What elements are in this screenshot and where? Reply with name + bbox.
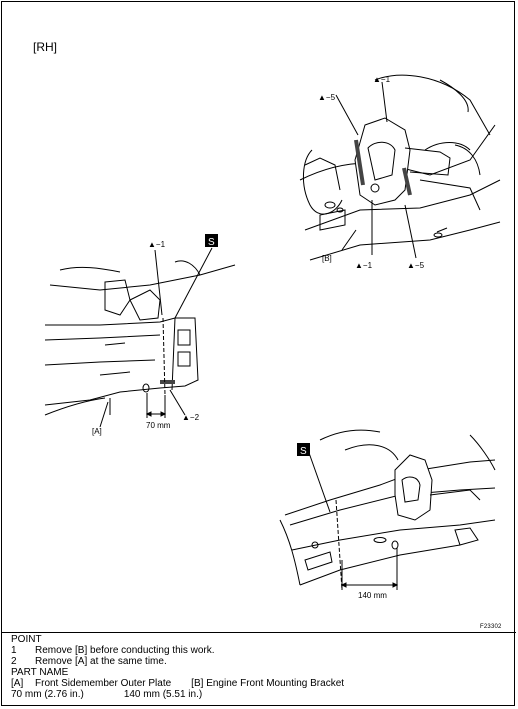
label-a1-top: ▲−1 — [373, 75, 391, 84]
label-plate-a: [A] — [92, 427, 102, 436]
part-name-a: Front Sidemember Outer Plate — [35, 678, 172, 689]
dimension-140mm: 140 mm — [358, 591, 387, 600]
point-item-number: 2 — [11, 656, 17, 667]
dimension-70: 70 mm (2.76 in.) — [11, 689, 84, 700]
cut-symbol-bottom: S — [300, 446, 307, 457]
label-a2: ▲−2 — [182, 413, 200, 422]
cut-symbol-middle: S — [208, 237, 215, 248]
top-right-view — [299, 74, 501, 261]
cut-symbol-box-bottom — [297, 443, 310, 456]
part-key-b: [B] — [191, 678, 204, 689]
label-a1-middle: ▲−1 — [148, 240, 166, 249]
dimension-list: 70 mm (2.76 in.) 140 mm (5.51 in.) — [11, 689, 511, 700]
middle-left-view — [44, 247, 236, 428]
label-a1-bottom: ▲−1 — [355, 261, 373, 270]
point-item-text: Remove [B] before conducting this work. — [35, 645, 215, 656]
part-key-a: [A] — [11, 678, 24, 689]
bottom-right-view — [279, 429, 496, 591]
notes-section: POINT 1 Remove [B] before conducting thi… — [11, 634, 511, 700]
dimension-70mm: 70 mm — [146, 421, 171, 430]
label-a5-top: ▲−5 — [318, 93, 336, 102]
figure-id: F23302 — [480, 624, 502, 630]
point-item-number: 1 — [11, 645, 17, 656]
part-name-b: Engine Front Mounting Bracket — [206, 678, 345, 689]
notes-divider — [2, 632, 516, 633]
point-item-text: Remove [A] at the same time. — [35, 656, 167, 667]
point-item-1: 1 Remove [B] before conducting this work… — [11, 645, 511, 656]
side-label: [RH] — [33, 40, 57, 54]
point-heading: POINT — [11, 634, 42, 645]
label-bracket-b: [B] — [322, 254, 332, 263]
dimension-140: 140 mm (5.51 in.) — [123, 689, 203, 700]
point-item-2: 2 Remove [A] at the same time. — [11, 656, 511, 667]
cut-symbol-box-middle — [205, 234, 218, 247]
part-heading: PART NAME — [11, 667, 69, 678]
part-list: [A] Front Sidemember Outer Plate [B] Eng… — [11, 678, 511, 689]
repair-illustration: ▲−5 ▲−1 [B] ▲−1 ▲−5 ▲−1 S [A] 70 mm — [44, 74, 501, 600]
label-a5-bottom: ▲−5 — [407, 261, 425, 270]
